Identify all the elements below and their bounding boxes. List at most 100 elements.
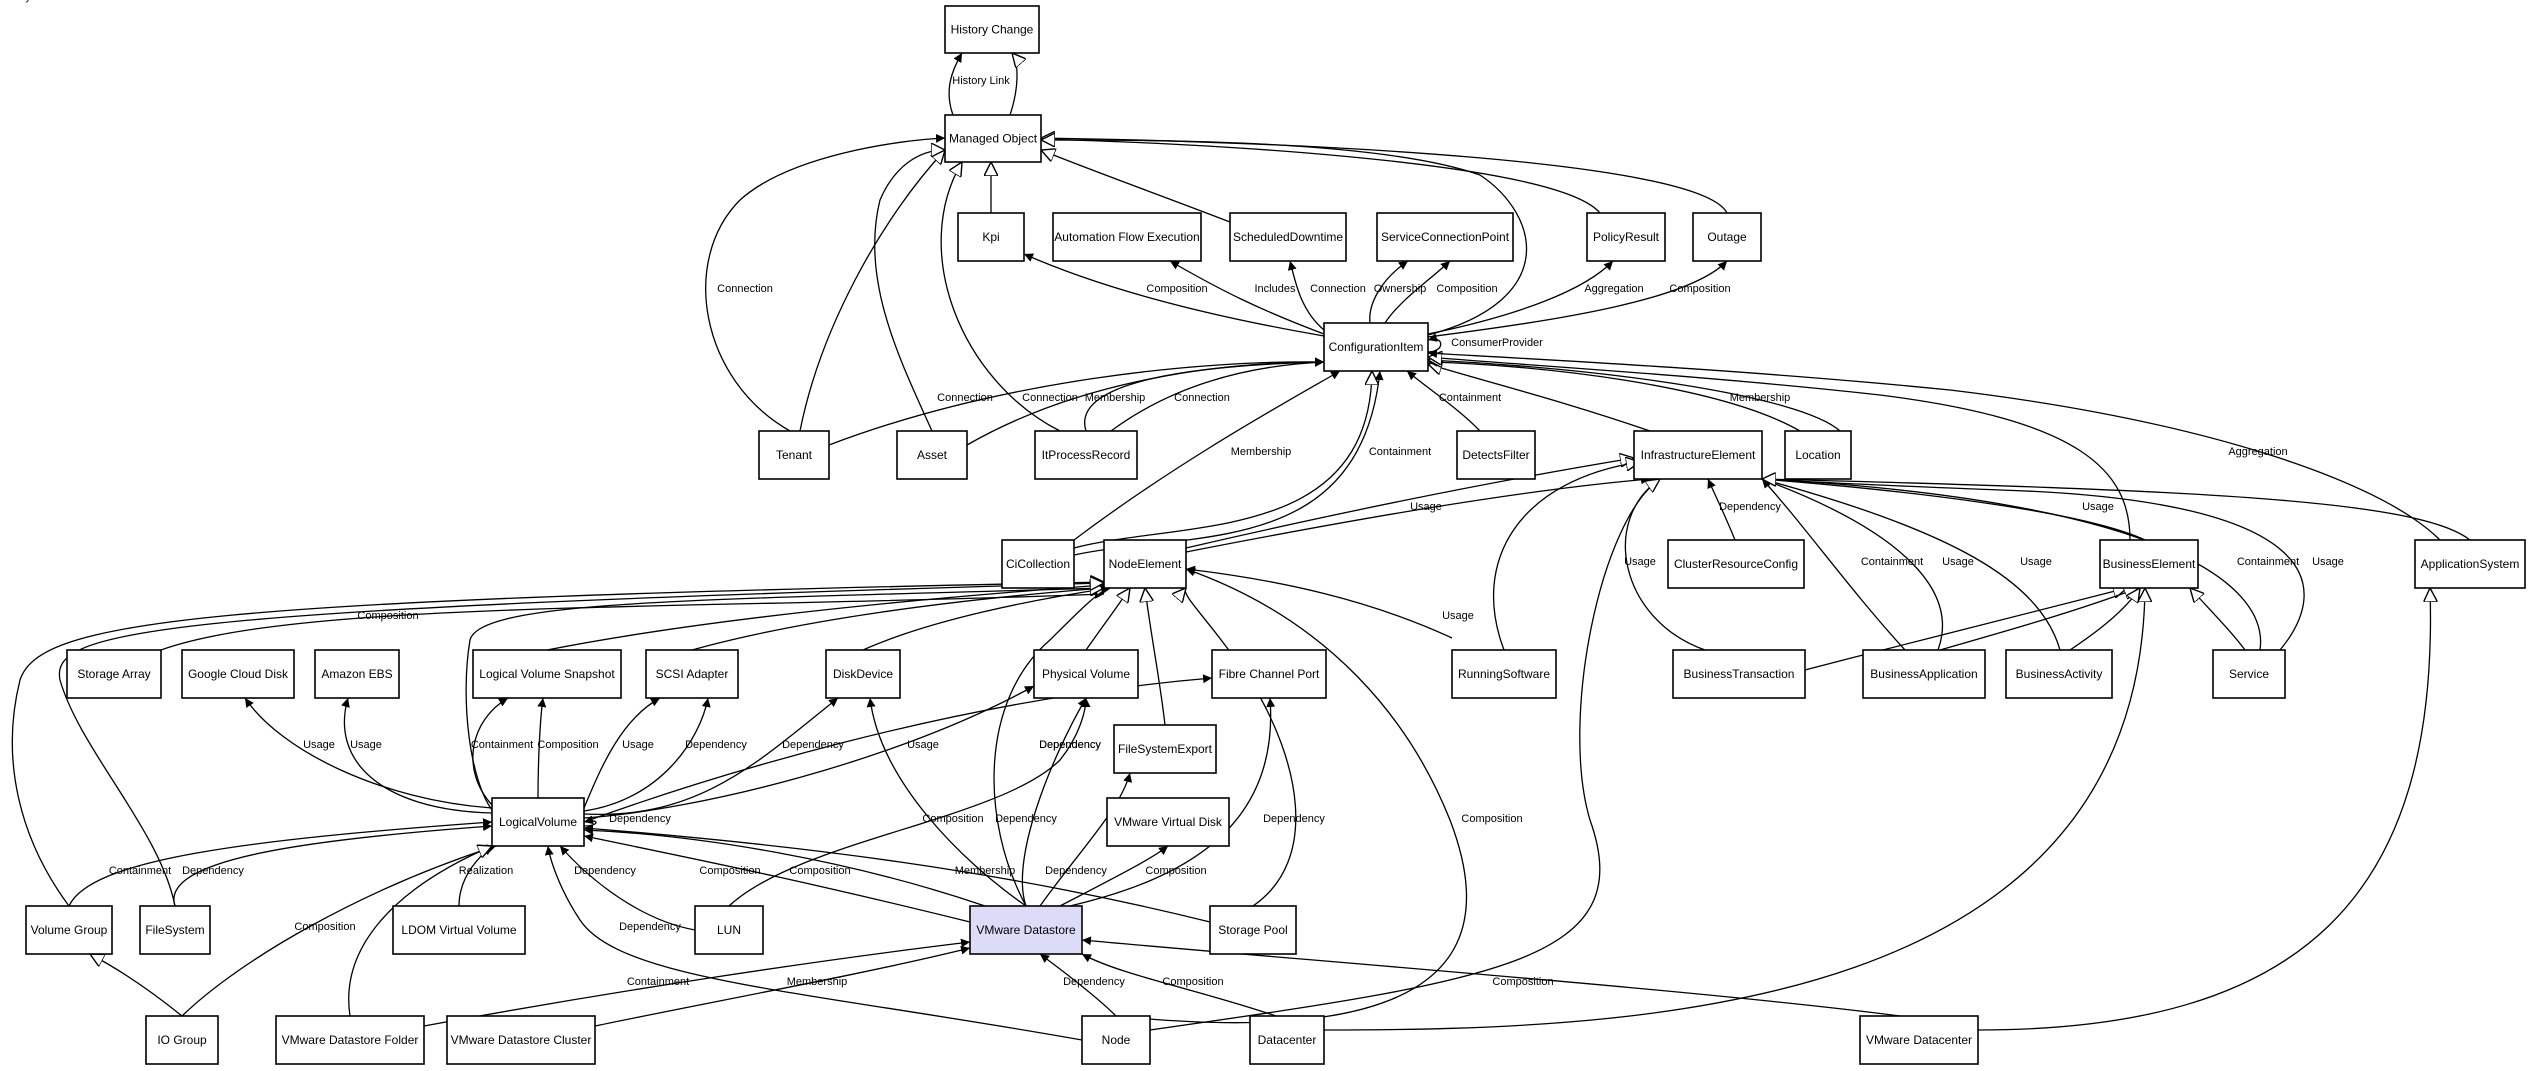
- node-box[interactable]: [645, 649, 739, 699]
- node-box[interactable]: [1586, 212, 1666, 262]
- node-kpi[interactable]: Kpi: [957, 212, 1025, 262]
- node-box[interactable]: [2099, 539, 2199, 589]
- node-box[interactable]: [1692, 212, 1762, 262]
- node-cluster-resource-config[interactable]: ClusterResourceConfig: [1667, 539, 1805, 589]
- node-outage[interactable]: Outage: [1692, 212, 1762, 262]
- node-box[interactable]: [1106, 797, 1230, 847]
- node-box[interactable]: [2005, 649, 2113, 699]
- node-physical-volume[interactable]: Physical Volume: [1033, 649, 1139, 699]
- node-box[interactable]: [392, 905, 526, 955]
- node-box[interactable]: [1672, 649, 1806, 699]
- node-box[interactable]: [181, 649, 295, 699]
- node-box[interactable]: [472, 649, 622, 699]
- node-policy-result[interactable]: PolicyResult: [1586, 212, 1666, 262]
- node-file-system-export[interactable]: FileSystemExport: [1113, 724, 1217, 774]
- node-running-software[interactable]: RunningSoftware: [1451, 649, 1557, 699]
- node-storage-pool[interactable]: Storage Pool: [1209, 905, 1297, 955]
- node-node[interactable]: Node: [1081, 1015, 1151, 1065]
- node-business-element[interactable]: BusinessElement: [2099, 539, 2199, 589]
- node-detects-filter[interactable]: DetectsFilter: [1456, 430, 1536, 480]
- node-file-system[interactable]: FileSystem: [139, 905, 211, 955]
- node-box[interactable]: [1451, 649, 1557, 699]
- node-box[interactable]: [446, 1015, 596, 1065]
- node-node-element[interactable]: NodeElement: [1103, 539, 1187, 589]
- node-box[interactable]: [896, 430, 968, 480]
- edge-label: Usage: [2082, 501, 2114, 513]
- node-box[interactable]: [1052, 212, 1202, 262]
- node-box[interactable]: [145, 1015, 219, 1065]
- node-business-activity[interactable]: BusinessActivity: [2005, 649, 2113, 699]
- node-location[interactable]: Location: [1784, 430, 1852, 480]
- node-box[interactable]: [1034, 430, 1138, 480]
- node-box[interactable]: [1081, 1015, 1151, 1065]
- node-datacenter[interactable]: Datacenter: [1249, 1015, 1325, 1065]
- node-box[interactable]: [1113, 724, 1217, 774]
- node-box[interactable]: [969, 905, 1083, 955]
- node-application-system[interactable]: ApplicationSystem: [2414, 539, 2526, 589]
- node-box[interactable]: [1323, 322, 1429, 372]
- node-box[interactable]: [1249, 1015, 1325, 1065]
- node-box[interactable]: [1667, 539, 1805, 589]
- node-service[interactable]: Service: [2212, 649, 2286, 699]
- node-box[interactable]: [1456, 430, 1536, 480]
- edge-label: Realization: [459, 865, 513, 877]
- node-box[interactable]: [1376, 212, 1514, 262]
- node-logical-volume[interactable]: LogicalVolume: [491, 797, 585, 847]
- node-box[interactable]: [1209, 905, 1297, 955]
- node-business-transaction[interactable]: BusinessTransaction: [1672, 649, 1806, 699]
- node-history-change[interactable]: History Change: [944, 5, 1040, 54]
- node-box[interactable]: [1211, 649, 1327, 699]
- node-configuration-item[interactable]: ConfigurationItem: [1323, 322, 1429, 372]
- node-vmware-datastore[interactable]: VMware Datastore: [969, 905, 1083, 955]
- node-volume-group[interactable]: Volume Group: [25, 905, 113, 955]
- node-ci-collection[interactable]: CiCollection: [1001, 539, 1075, 589]
- node-vmware-datastore-folder[interactable]: VMware Datastore Folder: [275, 1015, 425, 1065]
- node-business-application[interactable]: BusinessApplication: [1862, 649, 1986, 699]
- node-box[interactable]: [1859, 1015, 1979, 1065]
- node-vmware-datastore-cluster[interactable]: VMware Datastore Cluster: [446, 1015, 596, 1065]
- node-storage-array[interactable]: Storage Array: [66, 649, 162, 699]
- node-box[interactable]: [491, 797, 585, 847]
- node-box[interactable]: [694, 905, 764, 955]
- node-managed-object[interactable]: Managed Object: [944, 114, 1042, 163]
- node-amazon-ebs[interactable]: Amazon EBS: [314, 649, 400, 699]
- node-disk-device[interactable]: DiskDevice: [825, 649, 901, 699]
- node-automation-flow-execution[interactable]: Automation Flow Execution: [1052, 212, 1202, 262]
- node-asset[interactable]: Asset: [896, 430, 968, 480]
- node-box[interactable]: [825, 649, 901, 699]
- node-infrastructure-element[interactable]: InfrastructureElement: [1633, 430, 1763, 480]
- node-scsi-adapter[interactable]: SCSI Adapter: [645, 649, 739, 699]
- node-fibre-channel-port[interactable]: Fibre Channel Port: [1211, 649, 1327, 699]
- node-box[interactable]: [66, 649, 162, 699]
- node-box[interactable]: [1229, 212, 1347, 262]
- node-vmware-datacenter[interactable]: VMware Datacenter: [1859, 1015, 1979, 1065]
- node-box[interactable]: [758, 430, 830, 480]
- node-box[interactable]: [1001, 539, 1075, 589]
- node-io-group[interactable]: IO Group: [145, 1015, 219, 1065]
- node-box[interactable]: [1862, 649, 1986, 699]
- node-tenant[interactable]: Tenant: [758, 430, 830, 480]
- node-box[interactable]: [275, 1015, 425, 1065]
- node-box[interactable]: [1784, 430, 1852, 480]
- node-lun[interactable]: LUN: [694, 905, 764, 955]
- node-box[interactable]: [1033, 649, 1139, 699]
- node-box[interactable]: [944, 114, 1042, 163]
- node-box[interactable]: [314, 649, 400, 699]
- node-vmware-virtual-disk[interactable]: VMware Virtual Disk: [1106, 797, 1230, 847]
- inheritance-arrow: [862, 588, 1110, 651]
- node-box[interactable]: [1633, 430, 1763, 480]
- node-box[interactable]: [2212, 649, 2286, 699]
- node-box[interactable]: [1103, 539, 1187, 589]
- node-box[interactable]: [957, 212, 1025, 262]
- association-arrow: [1406, 370, 1481, 432]
- node-box[interactable]: [2414, 539, 2526, 589]
- node-service-connection-point[interactable]: ServiceConnectionPoint: [1376, 212, 1514, 262]
- node-scheduled-downtime[interactable]: ScheduledDowntime: [1229, 212, 1347, 262]
- node-logical-volume-snapshot[interactable]: Logical Volume Snapshot: [472, 649, 622, 699]
- node-it-process-record[interactable]: ItProcessRecord: [1034, 430, 1138, 480]
- node-box[interactable]: [139, 905, 211, 955]
- node-ldom-virtual-volume[interactable]: LDOM Virtual Volume: [392, 905, 526, 955]
- node-box[interactable]: [944, 5, 1040, 54]
- node-google-cloud-disk[interactable]: Google Cloud Disk: [181, 649, 295, 699]
- node-box[interactable]: [25, 905, 113, 955]
